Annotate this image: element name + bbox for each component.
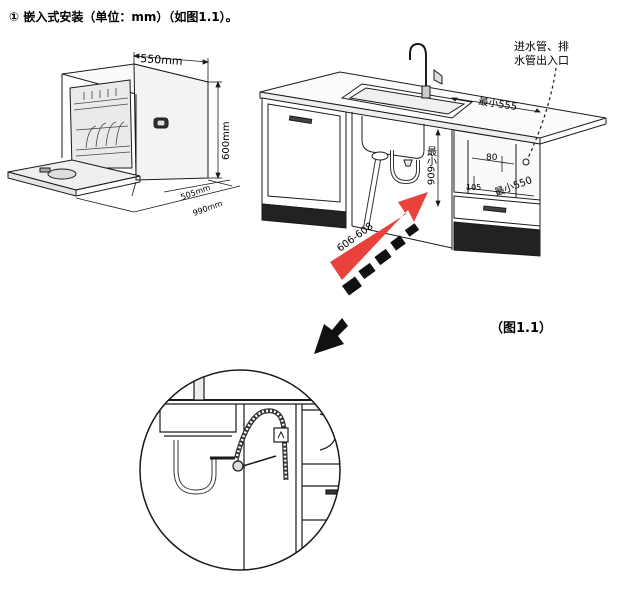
svg-text:最小606: 最小606 — [425, 146, 437, 185]
zoom-callout-arrow — [314, 223, 420, 354]
section-title: ① 嵌入式安装（单位：mm）（如图1.1）。 — [9, 10, 238, 24]
min-height-label: 最小606 — [425, 146, 437, 185]
figure-caption: （图1.1） — [490, 321, 553, 336]
pipe-inlet-marker — [522, 158, 530, 166]
kitchen-cabinet-drawing — [259, 42, 607, 257]
dishwasher-height-label: 600mm — [221, 121, 232, 160]
dishwasher-door-open-label: 990mm — [192, 199, 224, 218]
cabinet-dimensions — [435, 97, 541, 208]
pipe-note-line2: 水管出入口 — [514, 53, 569, 67]
dishwasher-depth-label: 505mm — [180, 183, 212, 202]
dishwasher-dimensions — [75, 52, 241, 213]
dim-105-label: 105 — [466, 183, 481, 192]
dishwasher-drawing — [7, 63, 209, 197]
pipe-inlet-leader — [527, 67, 557, 159]
dishwasher-width-label: 550mm — [140, 52, 183, 68]
dim-80-label: 80 — [486, 153, 498, 163]
pipe-note-line1: 进水管、排 — [514, 39, 569, 53]
magnified-detail — [139, 369, 341, 571]
